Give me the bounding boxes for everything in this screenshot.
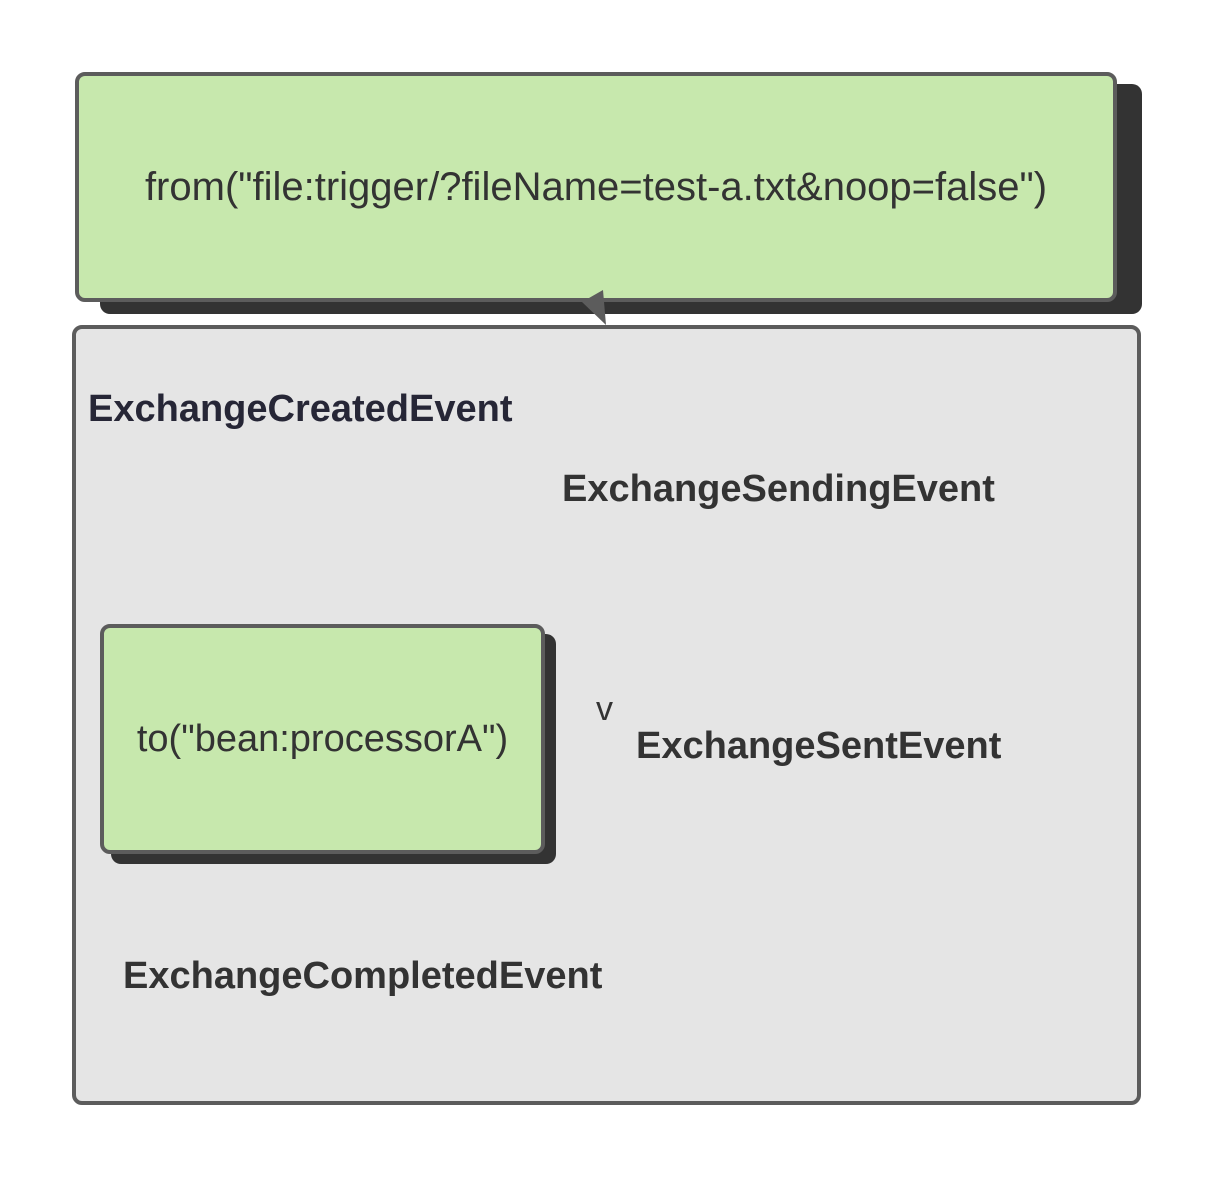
- to-endpoint-label: to("bean:processorA"): [136, 717, 509, 760]
- from-endpoint-label: from("file:trigger/?fileName=test-a.txt&…: [144, 164, 1048, 209]
- exchange-sending-event-label: ExchangeSendingEvent: [562, 468, 995, 510]
- exchange-created-event-label: ExchangeCreatedEvent: [88, 388, 513, 430]
- exchange-sent-event-label: ExchangeSentEvent: [636, 725, 1002, 767]
- from-endpoint-node[interactable]: from("file:trigger/?fileName=test-a.txt&…: [75, 72, 1117, 302]
- v-mark: v: [596, 690, 613, 728]
- exchange-completed-event-label: ExchangeCompletedEvent: [123, 955, 603, 997]
- to-endpoint-node[interactable]: to("bean:processorA"): [100, 624, 545, 854]
